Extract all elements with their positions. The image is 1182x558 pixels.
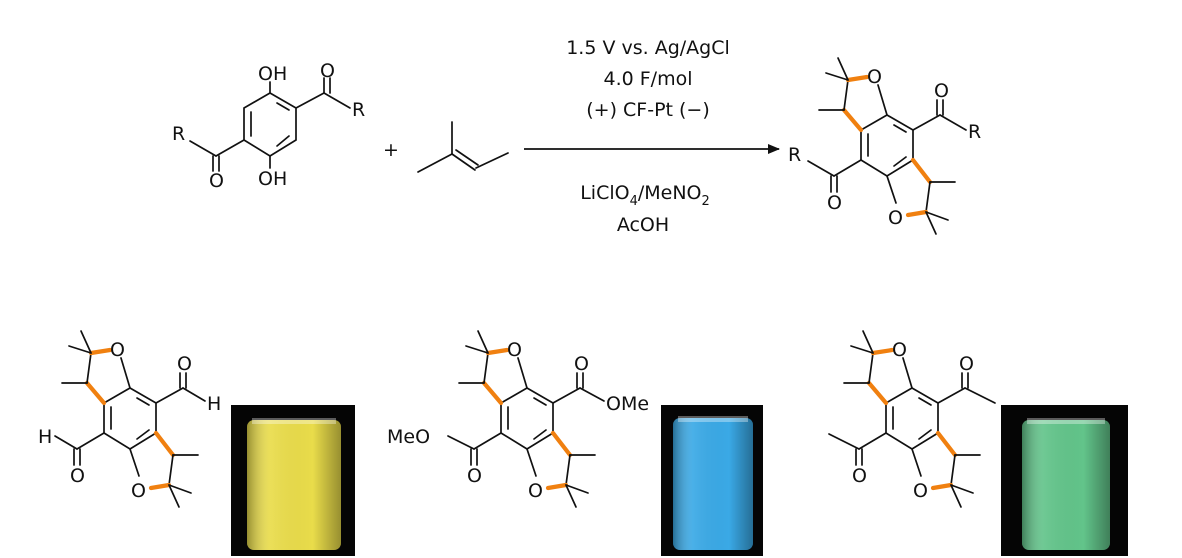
ring-oxygen-label: O xyxy=(131,480,146,502)
ring-oxygen-label: O xyxy=(892,339,907,361)
hydroxyl-label: OH xyxy=(258,168,287,190)
ring-oxygen-label: O xyxy=(110,339,125,361)
electrolyte-mid: /MeNO xyxy=(638,182,702,204)
ring-oxygen-label: O xyxy=(888,207,903,229)
carbonyl-oxygen-label: O xyxy=(320,60,335,82)
electrolyte-sub-1: 4 xyxy=(630,194,638,209)
ring-oxygen-label: O xyxy=(507,339,522,361)
carbonyl-oxygen-label: O xyxy=(852,465,867,487)
electrolyte-sub-2: 2 xyxy=(702,194,710,209)
carbonyl-oxygen-label: O xyxy=(827,192,842,214)
condition-electrodes: (+) CF-Pt (−) xyxy=(586,99,710,121)
carbonyl-oxygen-label: O xyxy=(934,80,949,102)
carbonyl-oxygen-label: O xyxy=(467,465,482,487)
carbonyl-oxygen-label: O xyxy=(209,170,224,192)
ring-oxygen-label: O xyxy=(867,66,882,88)
plus-sign: + xyxy=(383,139,399,161)
condition-potential: 1.5 V vs. Ag/AgCl xyxy=(566,37,730,59)
vial-photo-green xyxy=(1001,405,1128,556)
r-group-label: R xyxy=(172,123,185,145)
carbonyl-oxygen-label: O xyxy=(177,353,192,375)
carbonyl-oxygen-label: O xyxy=(70,465,85,487)
r-group-label: R xyxy=(968,121,981,143)
vial-photo-blue xyxy=(661,405,763,556)
starting-hydroquinone: OH OH O R O R xyxy=(172,60,365,192)
hydroxyl-label: OH xyxy=(258,63,287,85)
carbonyl-oxygen-label: O xyxy=(574,353,589,375)
aldehyde-h-label: H xyxy=(207,393,221,415)
condition-additive: AcOH xyxy=(617,214,669,236)
r-group-label: R xyxy=(788,144,801,166)
methoxy-label: MeO xyxy=(387,426,430,448)
product-diketone: O O O O xyxy=(828,330,996,508)
alkene-reagent xyxy=(417,121,509,173)
aldehyde-h-label: H xyxy=(38,426,52,448)
condition-charge: 4.0 F/mol xyxy=(604,68,693,90)
condition-electrolyte: LiClO4/MeNO2 xyxy=(580,182,710,209)
ring-oxygen-label: O xyxy=(528,480,543,502)
product-diester: O O O OMe O MeO xyxy=(387,330,649,508)
r-group-label: R xyxy=(352,99,365,121)
product-general: O O O R O R xyxy=(788,57,981,235)
carbonyl-oxygen-label: O xyxy=(959,353,974,375)
reaction-arrow-group: 1.5 V vs. Ag/AgCl 4.0 F/mol (+) CF-Pt (−… xyxy=(524,37,780,236)
methoxy-label: OMe xyxy=(606,393,649,415)
electrolyte-base: LiClO xyxy=(580,182,629,204)
product-dialdehyde: O O O H O H xyxy=(38,330,221,508)
vial-photo-yellow xyxy=(231,405,355,556)
ring-oxygen-label: O xyxy=(913,480,928,502)
